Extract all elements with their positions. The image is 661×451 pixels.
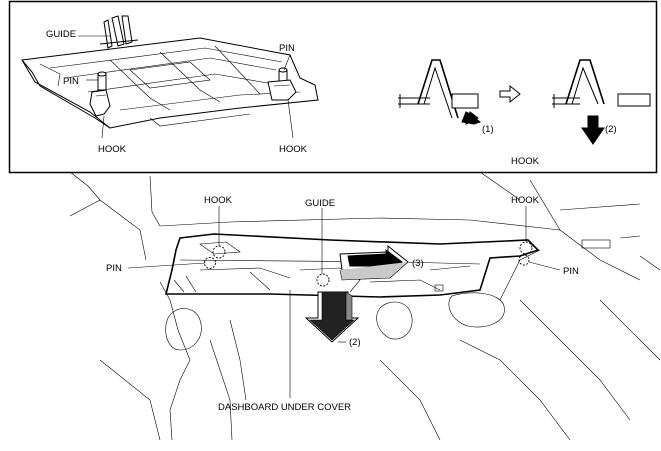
hook-label-main-left: HOOK xyxy=(204,195,233,206)
step2-label-main: (2) xyxy=(349,337,361,348)
next-step-arrow-icon xyxy=(499,84,521,104)
hook-label-left: HOOK xyxy=(98,144,127,155)
hook-detail-step2 xyxy=(552,59,651,145)
step1-label: (1) xyxy=(482,124,494,135)
step2-label-inset: (2) xyxy=(605,124,617,135)
hook-detail-step1 xyxy=(398,59,482,125)
hook-label-right: HOOK xyxy=(279,144,308,155)
guide-label: GUIDE xyxy=(46,29,76,40)
pin-label-main-right: PIN xyxy=(563,266,579,277)
component-label: DASHBOARD UNDER COVER xyxy=(218,402,351,413)
inset-frame xyxy=(8,0,658,174)
step3-label: (3) xyxy=(412,258,424,269)
main-illustration xyxy=(69,171,661,441)
guide-label-main: GUIDE xyxy=(305,198,335,209)
hook-caption: HOOK xyxy=(511,156,540,167)
pin-label-main-left: PIN xyxy=(106,263,122,274)
pull-down-arrow-icon xyxy=(304,291,360,343)
slide-right-arrow-icon xyxy=(339,244,409,281)
inset-panel: GUIDE PIN PIN HOOK HOOK (1) xyxy=(8,0,658,174)
pin-label-right: PIN xyxy=(279,43,295,54)
dashboard-background-lines xyxy=(69,171,661,441)
pin-label-left: PIN xyxy=(63,76,79,87)
hook-label-main-right: HOOK xyxy=(511,195,540,206)
inset-cover-drawing xyxy=(21,15,319,139)
